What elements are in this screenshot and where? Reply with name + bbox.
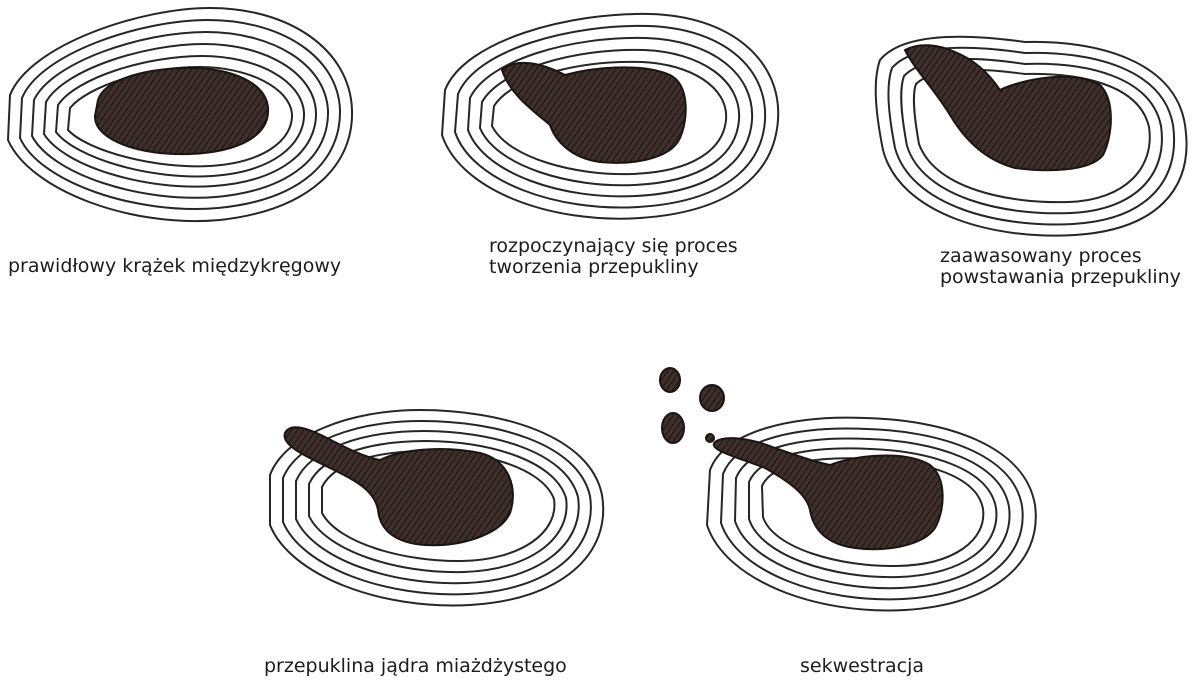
caption-early: rozpoczynający się proces tworzenia prze… [489,236,738,278]
disc-early [442,14,778,219]
fragment [706,434,714,442]
disc-advanced [876,37,1187,236]
nucleus [502,63,686,163]
caption-sequestration: sekwestracja [800,656,924,677]
sequestered-fragments [660,368,724,443]
fragment [662,413,684,443]
fragment [660,368,680,392]
nucleus [905,45,1111,170]
disc-sequestration [660,368,1036,610]
disc-normal [8,8,352,221]
caption-advanced: zaawasowany proces powstawania przepukli… [940,246,1181,288]
caption-normal: prawidłowy krążek międzykręgowy [8,256,341,277]
nucleus [95,68,268,154]
disc-herniation [270,410,603,605]
caption-herniation: przepuklina jądra miażdżystego [264,656,567,677]
fragment [700,385,724,411]
